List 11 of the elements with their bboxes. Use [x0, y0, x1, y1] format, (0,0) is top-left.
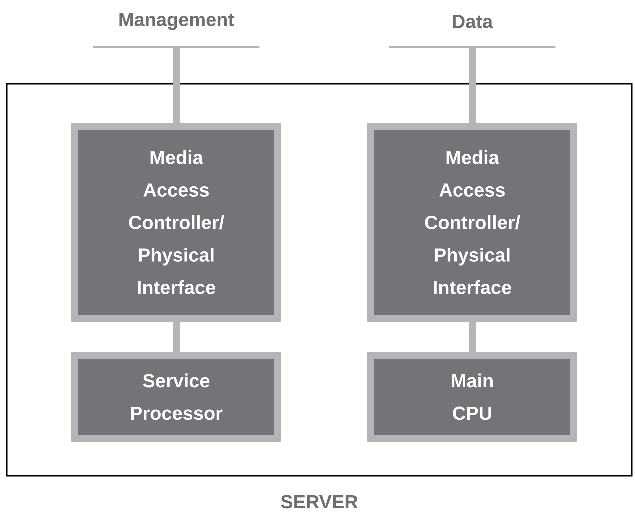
- connector-line: [173, 322, 180, 352]
- component-box: Media Access Controller/ Physical Interface: [72, 123, 282, 322]
- bus-line: Management: [93, 13, 260, 48]
- component-box: Main CPU: [368, 352, 578, 442]
- component-box: Service Processor: [72, 352, 282, 442]
- connector-line: [469, 322, 476, 352]
- bus-line: Data: [389, 15, 556, 48]
- component-box: Media Access Controller/ Physical Interface: [368, 123, 578, 322]
- node-label: SERVER: [281, 495, 358, 509]
- connector-line: [173, 47, 180, 123]
- connector-line: [469, 47, 476, 123]
